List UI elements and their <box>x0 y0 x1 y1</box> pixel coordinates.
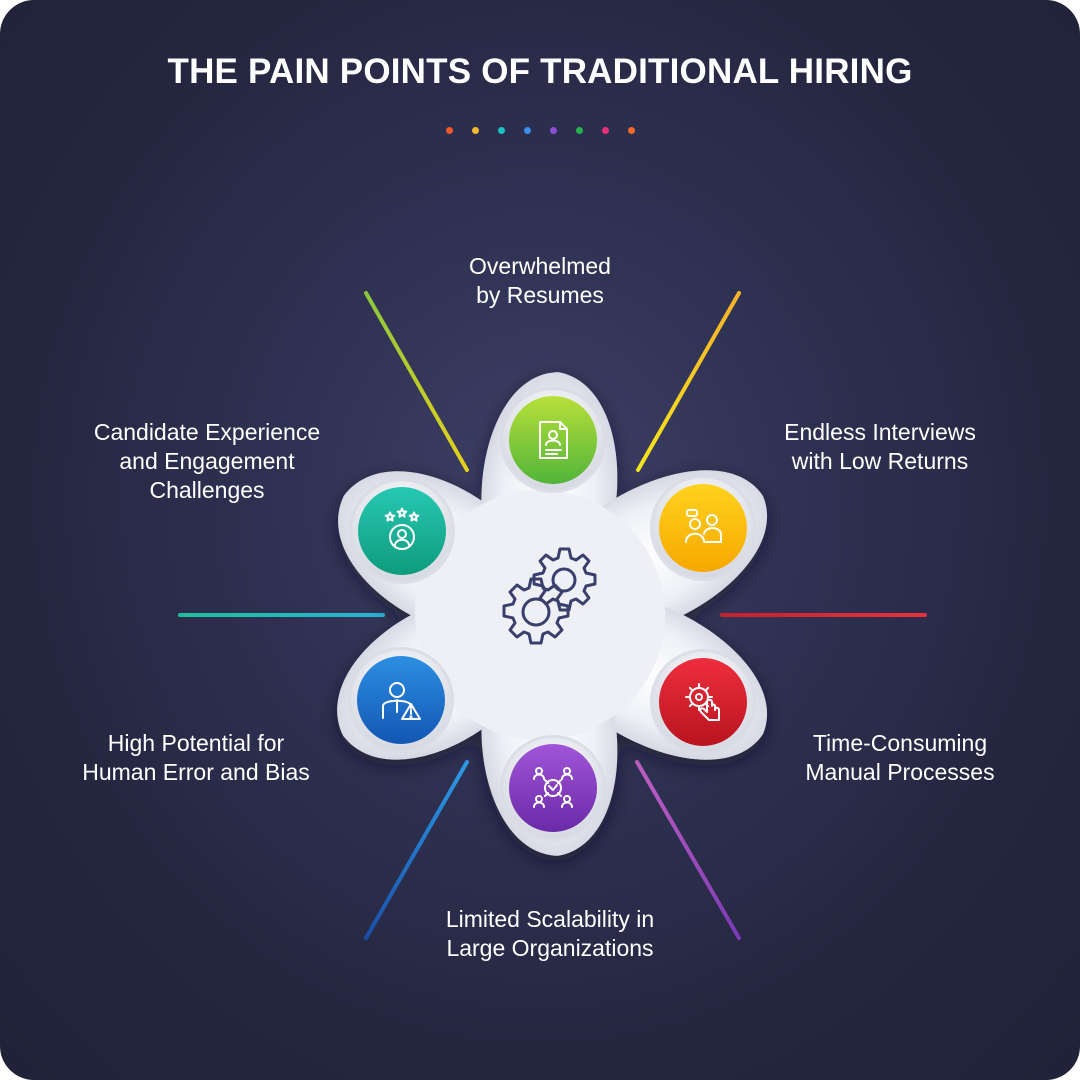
decorative-dot <box>445 127 453 134</box>
decorative-dot <box>549 127 557 134</box>
gears-icon <box>502 547 597 645</box>
label-line: with Low Returns <box>791 448 969 474</box>
connector-line <box>635 760 741 940</box>
decorative-dots <box>0 127 1080 135</box>
label-line: Limited Scalability in <box>445 906 655 932</box>
gear-hand-icon <box>650 649 756 755</box>
decorative-dot <box>575 127 583 134</box>
connector-lines <box>178 291 927 940</box>
pain-point-label: Limited Scalability in Large Organization… <box>410 905 690 963</box>
label-line: Time-Consuming <box>812 730 988 756</box>
decorative-dot <box>627 127 635 134</box>
label-line: by Resumes <box>476 282 604 308</box>
label-line: Human Error and Bias <box>82 759 310 785</box>
decorative-dot <box>497 127 505 134</box>
pain-point-label: Endless Interviews with Low Returns <box>760 418 1000 476</box>
resume-icon <box>500 387 606 493</box>
network-icon <box>500 735 606 841</box>
icon-circles <box>348 387 756 841</box>
label-line: Large Organizations <box>446 935 654 961</box>
decorative-dot <box>471 127 479 134</box>
connector-line <box>364 291 469 472</box>
rating-user-icon <box>349 478 455 584</box>
page-title: THE PAIN POINTS OF TRADITIONAL HIRING <box>167 52 913 91</box>
connector-line <box>364 760 469 940</box>
label-line: and Engagement <box>119 448 295 474</box>
label-line: Challenges <box>149 477 265 503</box>
label-line: Endless Interviews <box>784 419 976 445</box>
label-line: Overwhelmed <box>469 253 611 279</box>
decorative-dot <box>523 127 531 134</box>
connector-line <box>636 291 741 472</box>
person-warning-icon <box>348 647 454 753</box>
label-line: High Potential for <box>107 730 285 756</box>
flower-center-disc <box>415 490 665 740</box>
label-line: Candidate Experience <box>93 419 321 445</box>
label-line: Manual Processes <box>805 759 995 785</box>
pain-point-label: Overwhelmed by Resumes <box>440 252 640 310</box>
interview-icon <box>650 475 756 581</box>
decorative-dot <box>601 127 609 134</box>
